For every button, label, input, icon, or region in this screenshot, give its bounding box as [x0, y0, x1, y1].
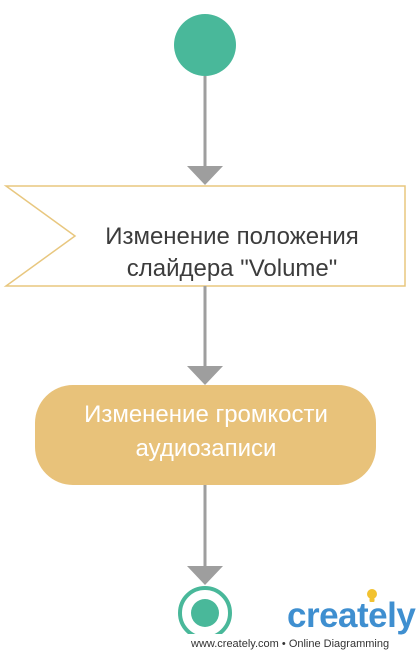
arrowhead-icon	[187, 566, 223, 585]
branding-tagline: www.creately.com • Online Diagramming	[191, 639, 389, 650]
action-node[interactable]	[35, 385, 376, 485]
end-node-inner	[191, 599, 219, 627]
lightbulb-icon	[367, 589, 377, 602]
action-node-label-line2: аудиозаписи	[136, 435, 277, 462]
tagline-text: Online Diagramming	[288, 638, 390, 650]
creately-logo: creately	[287, 596, 416, 635]
tagline-url[interactable]: www.creately.com	[191, 638, 279, 650]
action-node-label-line1: Изменение громкости	[84, 401, 328, 428]
signal-node-label-line1: Изменение положения	[105, 223, 359, 250]
arrowhead-icon	[187, 166, 223, 185]
signal-node-label-line2: слайдера "Volume"	[127, 255, 338, 282]
branding-background	[140, 634, 420, 660]
tagline-separator: •	[281, 638, 286, 650]
arrowhead-icon	[187, 366, 223, 385]
start-node[interactable]	[174, 14, 236, 76]
